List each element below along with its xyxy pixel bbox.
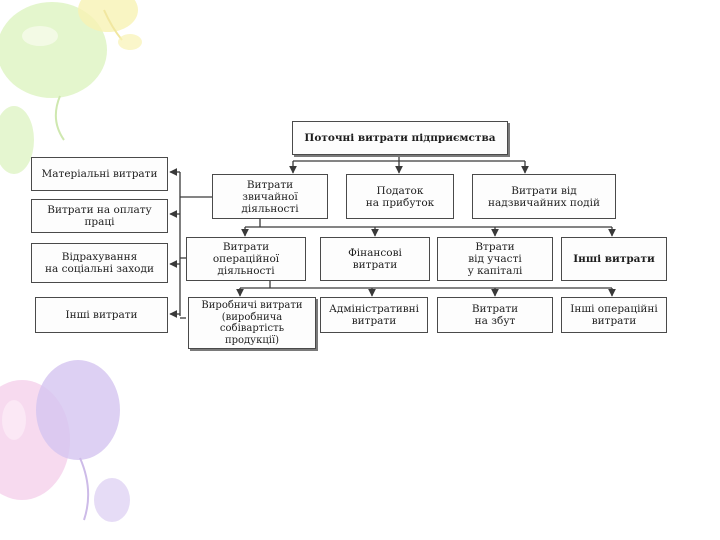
level3-box-production: Виробничі витрати (виробнича собівартіст… [188, 297, 316, 349]
element-label: Відрахування на соціальні заходи [45, 251, 154, 275]
root-box: Поточні витрати підприємства [292, 121, 508, 155]
root-label: Поточні витрати підприємства [304, 132, 496, 144]
level3-label: Витрати на збут [471, 303, 519, 327]
element-box-materials: Матеріальні витрати [31, 157, 168, 191]
level2-label: Інші витрати [573, 253, 655, 265]
level1-box-income-tax: Податок на прибуток [346, 174, 454, 219]
level2-box-operating: Витрати операційної діяльності [186, 237, 306, 281]
level1-box-extraordinary: Витрати від надзвичайних подій [472, 174, 616, 219]
level1-box-ordinary-activity: Витрати звичайної діяльності [212, 174, 328, 219]
level2-label: Фінансові витрати [348, 247, 402, 271]
element-box-social: Відрахування на соціальні заходи [31, 243, 168, 283]
element-label: Матеріальні витрати [41, 168, 158, 180]
level2-box-financial: Фінансові витрати [320, 237, 430, 281]
level3-box-other-operating: Інші операційні витрати [561, 297, 667, 333]
balloon-purple-bottom-left [36, 360, 120, 521]
level1-label: Витрати від надзвичайних подій [488, 184, 600, 209]
level3-label: Виробничі витрати (виробнича собівартіст… [201, 300, 303, 346]
level3-label: Адміністративні витрати [328, 303, 420, 327]
level3-label: Інші операційні витрати [570, 303, 658, 327]
level1-label: Витрати звичайної діяльності [241, 178, 299, 215]
level2-box-equity-losses: Втрати від участі у капіталі [437, 237, 553, 281]
element-label: Витрати на оплату праці [47, 204, 152, 228]
element-label: Інші витрати [65, 309, 138, 321]
balloon-yellow-top [78, 0, 142, 50]
level1-label: Податок на прибуток [365, 184, 435, 209]
balloon-green-top-left [0, 2, 107, 141]
balloon-green-small-left [0, 106, 34, 174]
level3-box-sales: Витрати на збут [437, 297, 553, 333]
level2-box-other: Інші витрати [561, 237, 667, 281]
level2-label: Витрати операційної діяльності [212, 241, 280, 277]
balloon-purple-small-bottom [94, 478, 130, 522]
level2-label: Втрати від участі у капіталі [467, 241, 523, 277]
element-box-other: Інші витрати [35, 297, 168, 333]
element-box-wages: Витрати на оплату праці [31, 199, 168, 233]
level3-box-administrative: Адміністративні витрати [320, 297, 428, 333]
